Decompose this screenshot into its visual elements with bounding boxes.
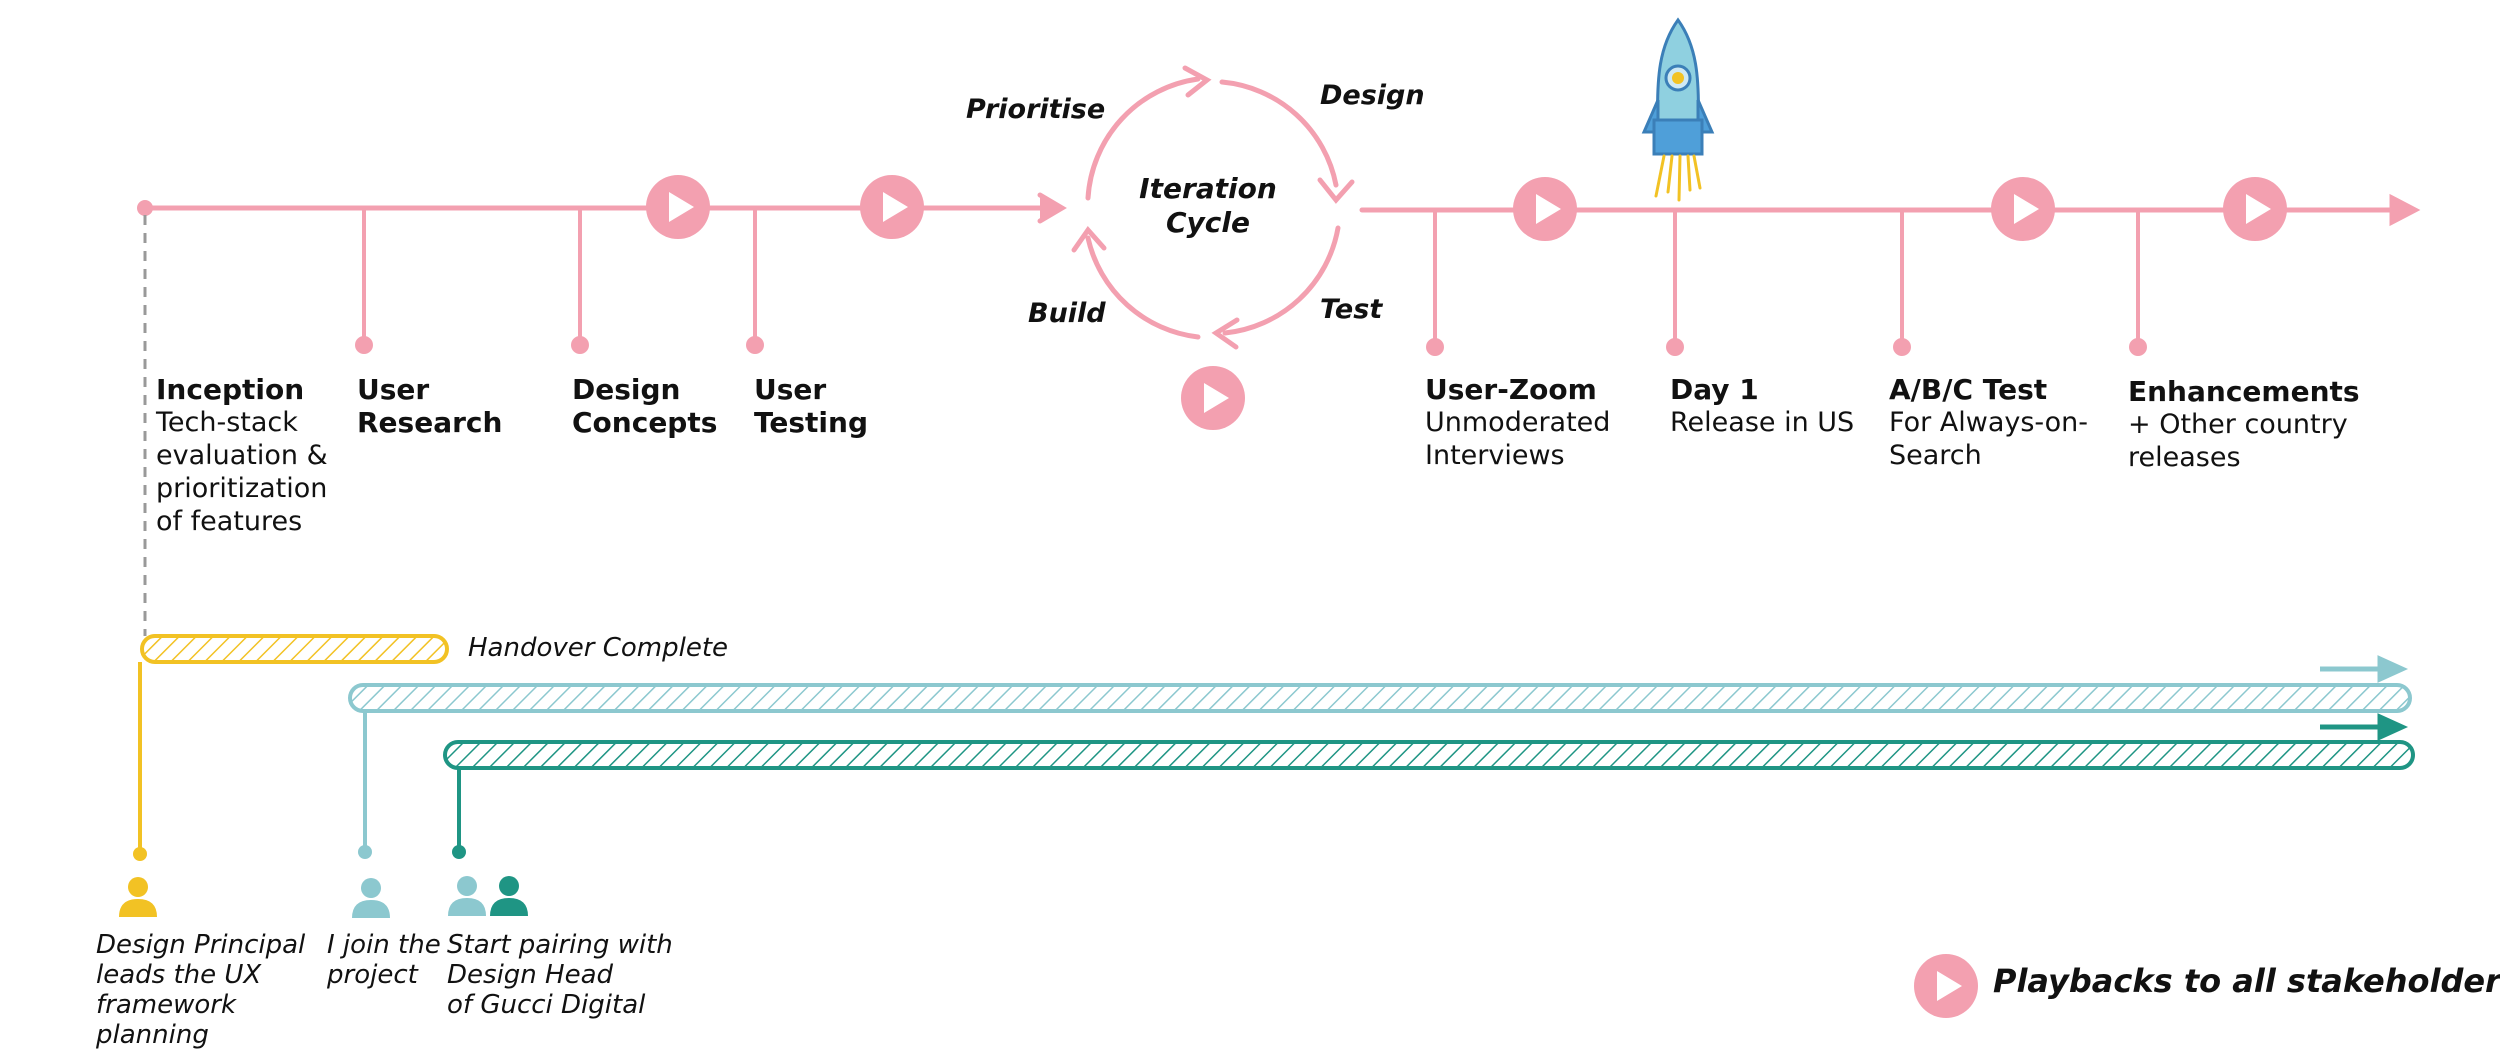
stage-title: A/B/C Test <box>1889 373 2048 406</box>
stage-user-zoom: User-Zoom Unmoderated Interviews <box>1425 373 1610 472</box>
stage-user-research: User Research <box>357 373 502 439</box>
stage-desc: + Other country releases <box>2128 409 2348 473</box>
cycle-step-test: Test <box>1320 294 1383 325</box>
cycle-center-label: Iteration Cycle <box>1139 172 1277 239</box>
stage-title: Enhancements <box>2128 375 2360 408</box>
stage-design-concepts: Design Concepts <box>572 373 717 439</box>
light-teal-bar <box>348 683 2412 713</box>
dark-teal-bar <box>443 740 2415 770</box>
playback-icon <box>860 175 924 239</box>
stage-title: User Research <box>357 373 503 439</box>
handover-label: Handover Complete <box>468 633 729 663</box>
stage-title: User-Zoom <box>1425 373 1597 406</box>
stage-desc: For Always-on- Search <box>1889 407 2089 471</box>
stage-abc-test: A/B/C Test For Always-on- Search <box>1889 373 2088 472</box>
playback-icon <box>1181 366 1245 430</box>
stage-inception: Inception Tech-stack evaluation & priori… <box>156 373 328 538</box>
cycle-step-prioritise: Prioritise <box>966 94 1106 125</box>
person-caption-principal: Design Principal leads the UX framework … <box>96 930 306 1050</box>
stage-ticks <box>355 208 2147 356</box>
person-icon <box>490 876 528 916</box>
rocket-icon <box>1641 17 1715 202</box>
playback-icon <box>1513 177 1577 241</box>
legend-play-icon <box>1914 954 1978 1018</box>
timeline-left <box>142 192 1067 224</box>
iteration-cycle <box>1071 65 1355 350</box>
person-icon <box>352 878 390 918</box>
person-caption-pairing: Start pairing with Design Head of Gucci … <box>447 930 673 1020</box>
playback-icon <box>646 175 710 239</box>
person-icon <box>119 877 157 917</box>
bar-drops <box>133 662 466 861</box>
person-caption-join: I join the project <box>327 930 441 990</box>
stage-desc: Release in US <box>1670 407 1855 438</box>
cycle-step-design: Design <box>1320 80 1425 111</box>
dark-teal-arrow <box>2320 713 2409 741</box>
handover-bar <box>140 634 449 664</box>
stage-desc: Unmoderated Interviews <box>1425 407 1611 471</box>
playback-icon <box>2223 177 2287 241</box>
cycle-step-build: Build <box>1028 298 1106 329</box>
stage-title: Day 1 <box>1670 373 1759 406</box>
playback-icon <box>1991 177 2055 241</box>
stage-title: Inception <box>156 373 305 406</box>
stage-enhancements: Enhancements + Other country releases <box>2128 375 2360 474</box>
person-icon <box>448 876 486 916</box>
stage-day-1: Day 1 Release in US <box>1670 373 1854 439</box>
timeline-start-dot <box>137 200 153 216</box>
stage-title: User Testing <box>754 373 868 439</box>
stage-title: Design Concepts <box>572 373 718 439</box>
stage-desc: Tech-stack evaluation & prioritization o… <box>156 407 328 537</box>
light-teal-arrow <box>2320 655 2409 683</box>
legend-label: Playbacks to all stakeholders <box>1993 962 2500 1000</box>
stage-user-testing: User Testing <box>754 373 868 439</box>
